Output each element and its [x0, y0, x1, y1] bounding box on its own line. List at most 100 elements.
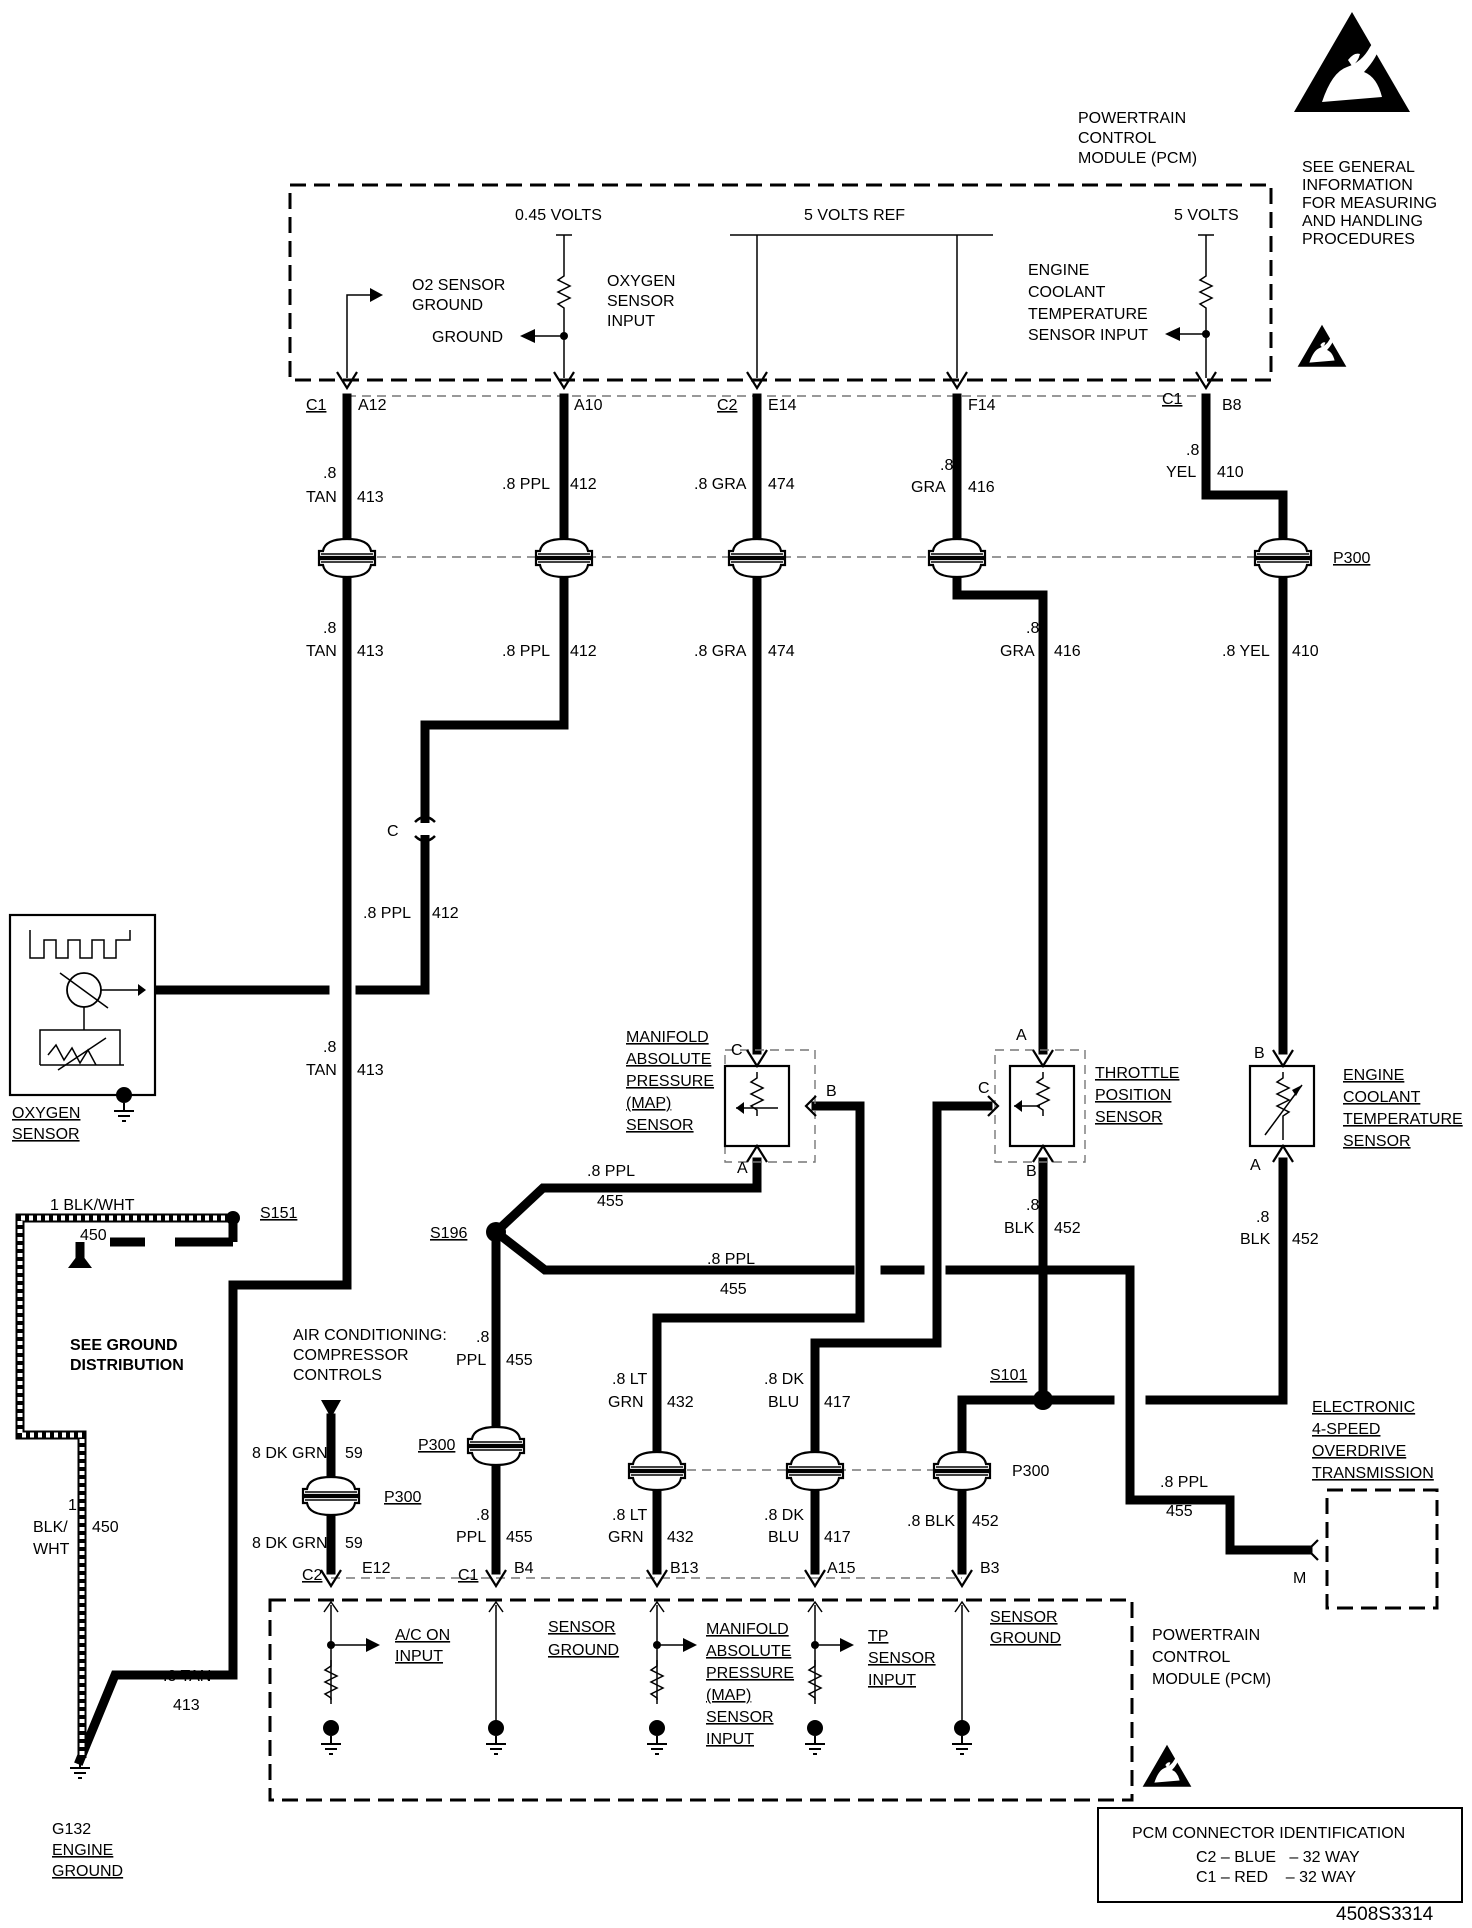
tp-input-3: INPUT: [868, 1672, 916, 1689]
n417-1: 417: [824, 1394, 851, 1411]
n452-1: 452: [1054, 1220, 1081, 1237]
s151-label: S151: [260, 1205, 297, 1222]
p300-label-bottom: P300: [1012, 1463, 1049, 1480]
ect-label-4: SENSOR: [1343, 1133, 1411, 1150]
n450-2: 450: [92, 1519, 119, 1536]
pin-c2-top: C2: [717, 397, 738, 414]
p300-417-conn: [785, 1450, 845, 1492]
w413-3c: 413: [357, 1062, 384, 1079]
label-ect-input-1: ENGINE: [1028, 262, 1089, 279]
esd-note-1: SEE GENERAL: [1302, 159, 1415, 176]
trans-label-4: TRANSMISSION: [1312, 1465, 1434, 1482]
label-045-volts: 0.45 VOLTS: [515, 207, 602, 224]
w474-2: .8 GRA: [694, 643, 747, 660]
w59-1: 8 DK GRN: [252, 1445, 328, 1462]
map-pin-b: B: [826, 1083, 837, 1100]
p300-label-455: P300: [418, 1437, 455, 1454]
g132-label-1: G132: [52, 1821, 91, 1838]
w413-2a: .8: [323, 620, 336, 637]
n432-2: 432: [667, 1529, 694, 1546]
trans-label-1: ELECTRONIC: [1312, 1399, 1415, 1416]
w416-1b: GRA: [911, 479, 946, 496]
n413-tan: 413: [173, 1697, 200, 1714]
label-ground: GROUND: [432, 329, 503, 346]
sensor-ground2-2: GROUND: [990, 1630, 1061, 1647]
w432-2b: GRN: [608, 1529, 644, 1546]
s101-label: S101: [990, 1367, 1027, 1384]
w413-1c: 413: [357, 489, 384, 506]
pcm-top-title-1: POWERTRAIN: [1078, 110, 1186, 127]
pin-b8: B8: [1222, 397, 1242, 414]
tp-pin-c: C: [978, 1080, 990, 1097]
esd-small-icon-top: [1297, 324, 1347, 367]
w413-1b: TAN: [306, 489, 337, 506]
label-ect-input-3: TEMPERATURE: [1028, 306, 1148, 323]
w410-1a: .8: [1186, 442, 1199, 459]
w417-1b: BLU: [768, 1394, 799, 1411]
map-sensor-body: [723, 1064, 791, 1148]
w416-2a: .8: [1026, 620, 1039, 637]
map-input-2: ABSOLUTE: [706, 1643, 791, 1660]
w59-2: 8 DK GRN: [252, 1535, 328, 1552]
ect-label-2: COOLANT: [1343, 1089, 1421, 1106]
g132-label-3: GROUND: [52, 1863, 123, 1880]
n452-2: 452: [1292, 1231, 1319, 1248]
label-ect-input-4: SENSOR INPUT: [1028, 327, 1148, 344]
ect-pin-b: B: [1254, 1045, 1265, 1062]
tp-input-1: TP: [868, 1628, 888, 1645]
pcm-bottom-box: [268, 1598, 1134, 1802]
pcm-bottom-title-1: POWERTRAIN: [1152, 1627, 1260, 1644]
map-input-1: MANIFOLD: [706, 1621, 789, 1638]
pin-c1-top: C1: [306, 397, 327, 414]
w417-2b: BLU: [768, 1529, 799, 1546]
map-pin-a: A: [737, 1160, 748, 1177]
w413-2c: 413: [357, 643, 384, 660]
label-5-volts-ref: 5 VOLTS REF: [804, 207, 905, 224]
map-label-4: (MAP): [626, 1095, 671, 1112]
map-label-3: PRESSURE: [626, 1073, 714, 1090]
n455-4: 455: [506, 1529, 533, 1546]
map-label-2: ABSOLUTE: [626, 1051, 711, 1068]
w452-2b: BLK: [1240, 1231, 1271, 1248]
label-ect-input-2: COOLANT: [1028, 284, 1106, 301]
n455-5: 455: [1166, 1503, 1193, 1520]
pcm-top-box: [288, 183, 1273, 382]
tp-label-2: POSITION: [1095, 1087, 1171, 1104]
pcm-top-title-3: MODULE (PCM): [1078, 150, 1197, 167]
pin-c1-bottom: C1: [458, 1567, 479, 1584]
w416-1a: .8: [940, 457, 953, 474]
w413-3a: .8: [323, 1039, 336, 1056]
n416-1: 416: [968, 479, 995, 496]
n410-2: 410: [1292, 643, 1319, 660]
w452-2a: .8: [1256, 1209, 1269, 1226]
label-o2-ground-2: GROUND: [412, 297, 483, 314]
ground-dist-2: DISTRIBUTION: [70, 1357, 184, 1374]
tp-pin-a: A: [1016, 1027, 1027, 1044]
ect-pin-a: A: [1250, 1157, 1261, 1174]
n432-1: 432: [667, 1394, 694, 1411]
g132-ground-icon: [69, 1759, 91, 1779]
w432-2a: .8 LT: [612, 1507, 648, 1524]
n455-3: 455: [506, 1352, 533, 1369]
n455-2: 455: [720, 1281, 747, 1298]
esd-note-5: PROCEDURES: [1302, 231, 1415, 248]
map-input-6: INPUT: [706, 1731, 754, 1748]
pin-a12: A12: [358, 397, 387, 414]
tp-sensor-outline: [994, 1049, 1086, 1163]
ac-label-1: AIR CONDITIONING:: [293, 1327, 447, 1344]
label-oxygen-input-1: OXYGEN: [607, 273, 675, 290]
transmission-box: [1325, 1488, 1439, 1610]
map-label-5: SENSOR: [626, 1117, 694, 1134]
map-input-5: SENSOR: [706, 1709, 774, 1726]
label-5-volts: 5 VOLTS: [1174, 207, 1239, 224]
ect-label-3: TEMPERATURE: [1343, 1111, 1463, 1128]
n416-2: 416: [1054, 643, 1081, 660]
w412-3: .8 PPL: [363, 905, 411, 922]
label-oxygen-input-2: SENSOR: [607, 293, 675, 310]
w452-1a: .8: [1026, 1197, 1039, 1214]
pin-a10: A10: [574, 397, 603, 414]
pcm-id-box: [1097, 1807, 1463, 1903]
w413-1a: .8: [323, 465, 336, 482]
w417-1a: .8 DK: [764, 1371, 804, 1388]
